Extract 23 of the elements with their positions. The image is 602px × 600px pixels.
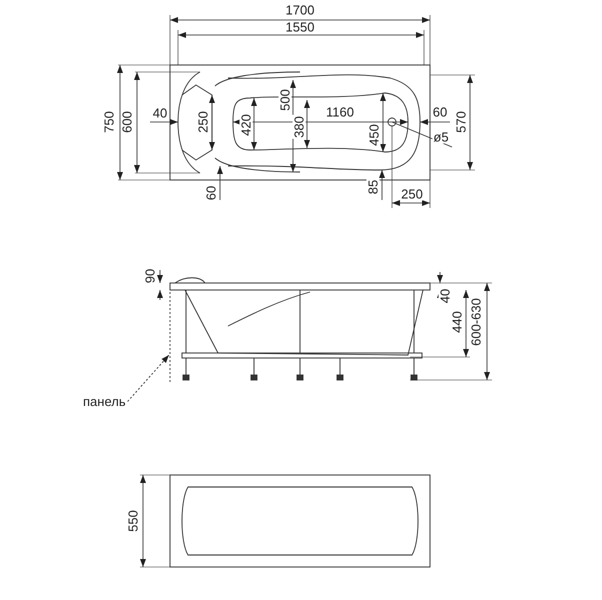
dimension-value: 550 [126, 509, 140, 533]
dimension-value: 440 [450, 310, 464, 334]
dimension-value: 380 [292, 115, 306, 139]
dimension-value: 60 [432, 106, 448, 118]
dimension-value: 600 [120, 110, 134, 134]
leader-line [127, 354, 170, 402]
dimension-value: 500 [278, 88, 292, 112]
dimension-value: 40 [152, 106, 168, 120]
dimension-value: ø5 [432, 130, 450, 144]
dimension-value: 85 [366, 178, 380, 196]
dimension-value: 600-630 [470, 297, 482, 347]
dimension-value: 90 [144, 268, 156, 284]
dimension-value: 1160 [325, 106, 355, 118]
dimension-value: 250 [196, 110, 210, 134]
dimension-value: 570 [454, 110, 468, 134]
dimension-value: 1700 [284, 4, 316, 16]
dimension-value: 40 [438, 288, 452, 304]
dimension-value: 250 [400, 188, 424, 200]
dimension-value: 450 [368, 123, 380, 147]
dimension-value: 60 [204, 184, 218, 202]
dimension-value: 420 [240, 113, 252, 137]
dimension-value: 1550 [284, 20, 316, 34]
dimension-value: 750 [102, 110, 116, 134]
